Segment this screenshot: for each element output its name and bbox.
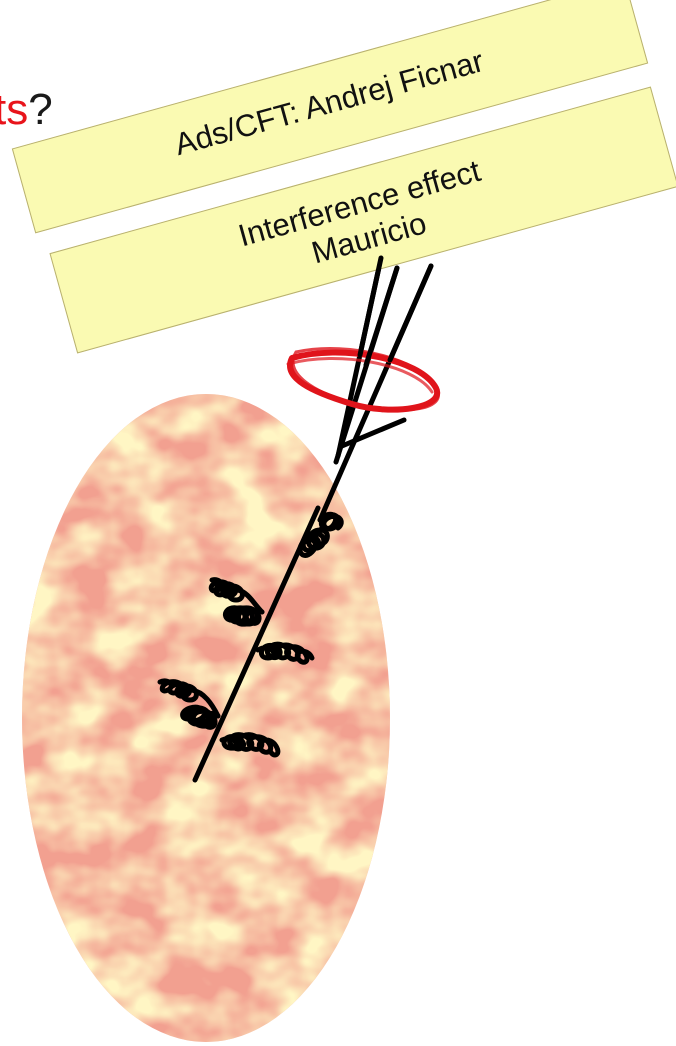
title-fragment: ts? [0,88,53,132]
jet-cone-lines [320,258,431,520]
title-fragment-question-mark: ? [28,85,52,134]
title-fragment-accent: ts [0,85,28,134]
gluon-coil-left-1 [225,608,262,624]
